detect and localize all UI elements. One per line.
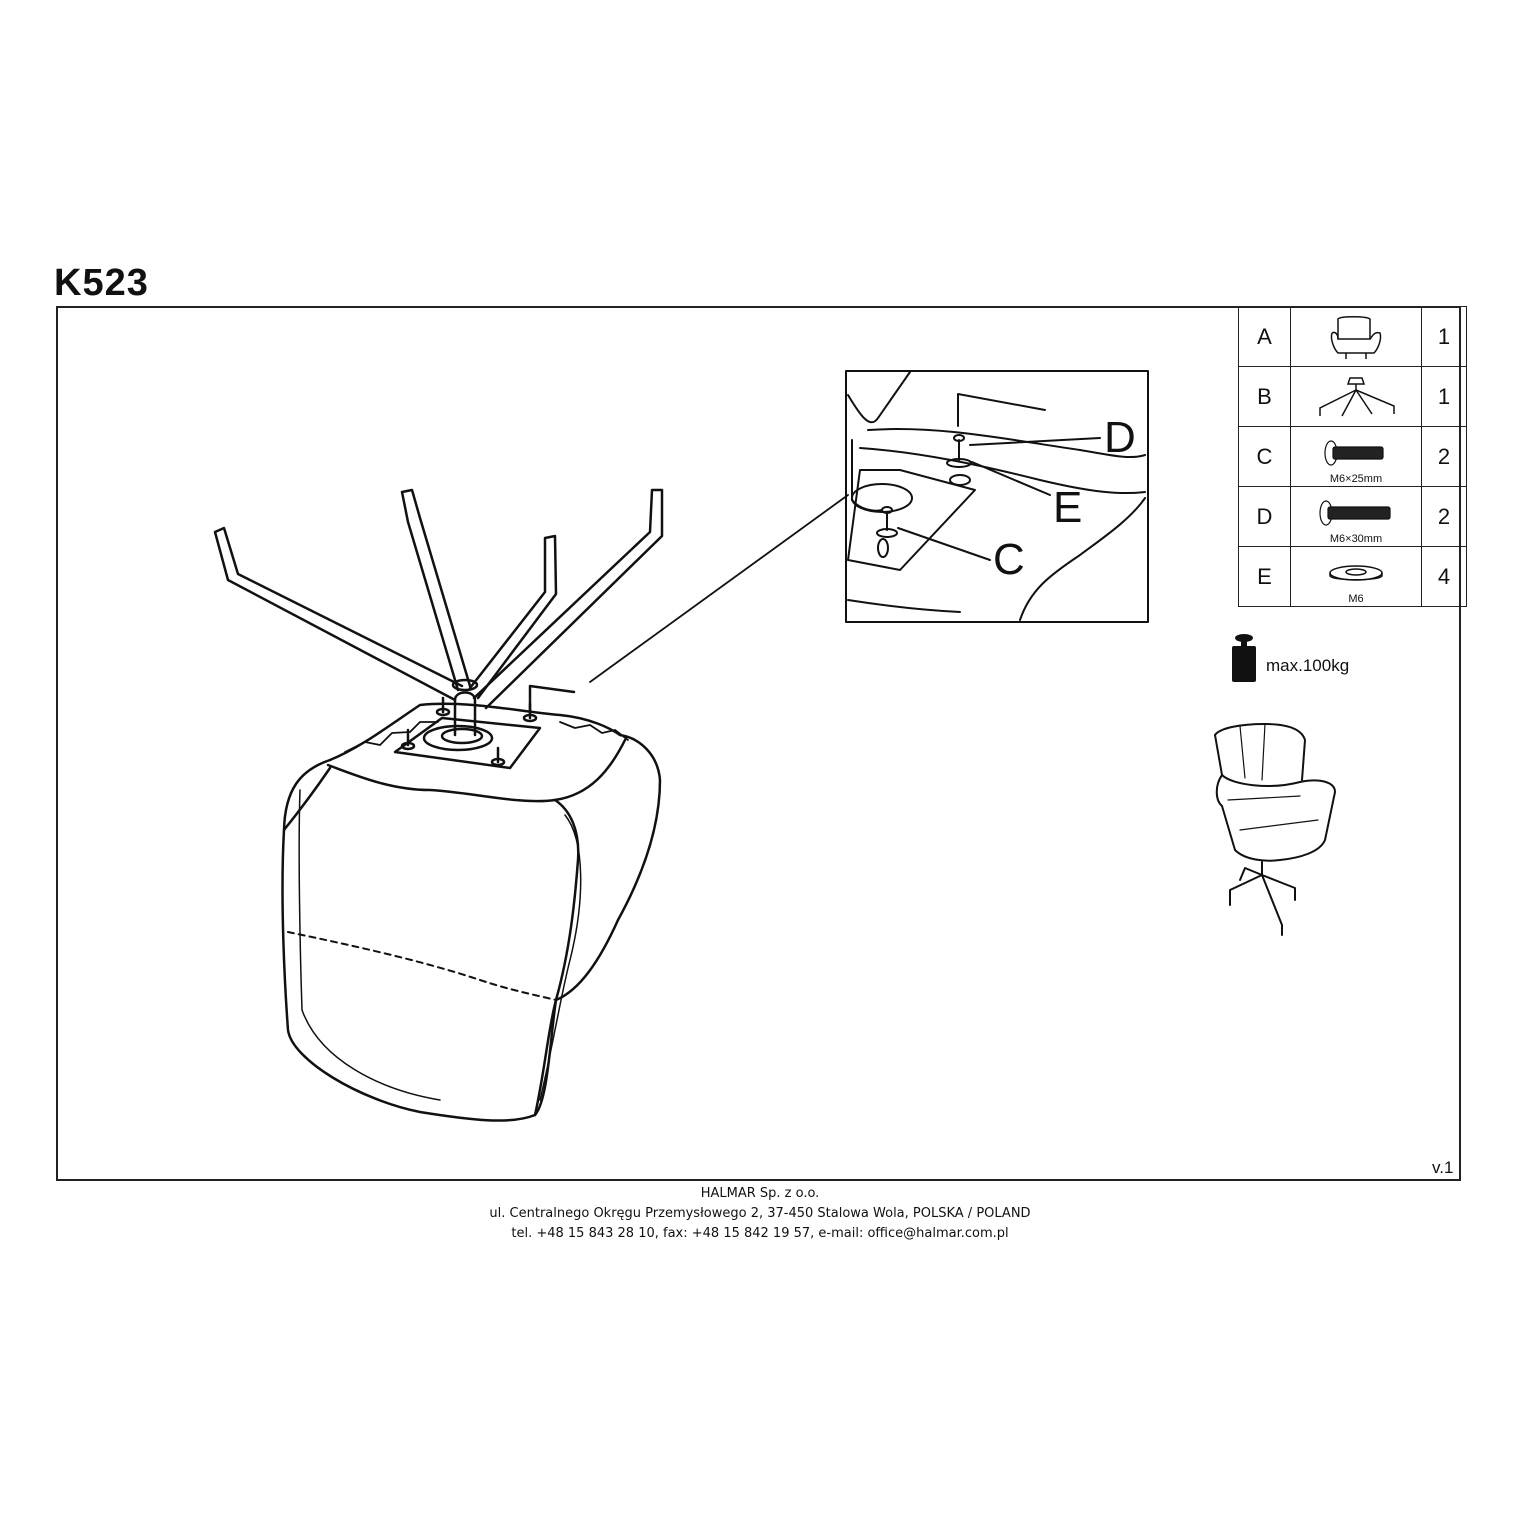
bolt-icon (1324, 439, 1384, 466)
part-image-cell: M6×30mm (1290, 486, 1422, 547)
footer-address: ul. Centralnego Okręgu Przemysłowego 2, … (489, 1206, 1031, 1221)
assembled-chair-illustration (1214, 723, 1336, 936)
detail-view-illustration (847, 371, 1146, 621)
mounting-plate-illustration (393, 684, 576, 770)
part-letter: D (1238, 486, 1291, 547)
part-letter: B (1238, 366, 1291, 427)
table-row: B 1 (1238, 366, 1467, 427)
max-load-indicator: max.100kg (1228, 632, 1349, 689)
version-label: v.1 (1432, 1158, 1454, 1177)
callout-d: D (1104, 413, 1136, 462)
footer-contact: tel. +48 15 843 28 10, fax: +48 15 842 1… (511, 1226, 1009, 1241)
part-image-cell (1290, 306, 1422, 367)
part-letter: A (1238, 306, 1291, 367)
part-dimension: M6×25mm (1329, 473, 1383, 485)
washer-icon (1329, 564, 1383, 581)
star-base-illustration (213, 488, 664, 737)
table-row: C M6×25mm 2 (1238, 426, 1467, 487)
part-image-cell: M6 (1290, 546, 1422, 607)
star-base-icon (1319, 376, 1395, 416)
part-quantity: 2 (1421, 486, 1467, 547)
part-quantity: 4 (1421, 546, 1467, 607)
parts-table: A 1 B (1238, 306, 1467, 607)
part-dimension: M6×30mm (1329, 533, 1383, 545)
part-letter: E (1238, 546, 1291, 607)
instruction-frame (56, 306, 1461, 1181)
table-row: E M6 4 (1238, 546, 1467, 607)
footer-company: HALMAR Sp. z o.o. (700, 1186, 820, 1201)
bolt-icon (1319, 499, 1391, 526)
part-quantity: 1 (1421, 306, 1467, 367)
callout-e: E (1053, 483, 1082, 532)
part-image-cell (1290, 366, 1422, 427)
table-row: A 1 (1238, 306, 1467, 367)
part-letter: C (1238, 426, 1291, 487)
chair-seat-illustration (281, 702, 662, 1122)
chair-icon (1330, 315, 1382, 359)
part-quantity: 1 (1421, 366, 1467, 427)
document-title: K523 (54, 262, 149, 304)
part-dimension: M6 (1348, 593, 1364, 605)
max-load-label: max.100kg (1266, 656, 1350, 675)
table-row: D M6×30mm 2 (1238, 486, 1467, 547)
part-image-cell: M6×25mm (1290, 426, 1422, 487)
callout-c: C (993, 535, 1025, 584)
weight-icon (1232, 634, 1256, 682)
part-quantity: 2 (1421, 426, 1467, 487)
footer: HALMAR Sp. z o.o. ul. Centralnego Okręgu… (0, 1184, 1520, 1244)
